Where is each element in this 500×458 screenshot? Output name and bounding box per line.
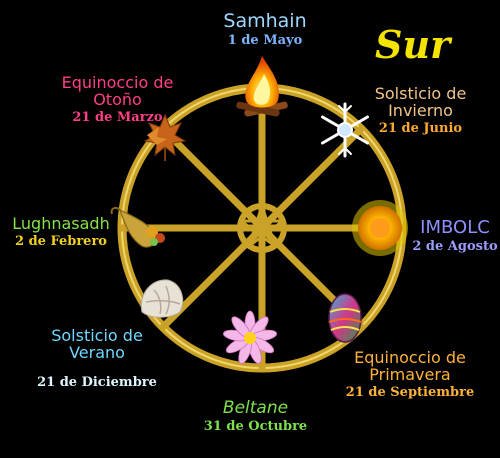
flower-icon [222,310,278,364]
festival-date: 2 de Agosto [412,238,498,254]
pentagram-icon [239,204,285,248]
cornucopia-icon [110,206,165,248]
festival-date: 21 de Marzo [72,109,163,125]
festival-name: IMBOLC [420,217,490,238]
festival-date: 21 de Septiembre [345,384,475,400]
label-lughnasadh: Lughnasadh 2 de Febrero [2,214,120,249]
festival-name: Lughnasadh [12,214,110,233]
autumn-leaf-icon [143,113,187,161]
festival-name: Solsticio de Invierno [374,84,467,120]
festival-name: Samhain [223,10,307,32]
festival-name: Solsticio de Verano [51,326,143,362]
label-equinoccio-primavera: Equinoccio de Primavera 21 de Septiembre [340,348,480,400]
festival-name: Equinoccio de Primavera [354,348,466,384]
label-beltane: Beltane 31 de Octubre [198,398,313,434]
label-equinoccio-otono: Equinoccio de Otoño 21 de Marzo [55,73,180,125]
festival-date: 2 de Febrero [15,233,107,249]
festival-date: 31 de Octubre [203,418,308,434]
seashell-icon [140,279,184,318]
label-solsticio-verano: Solsticio de Verano 21 de Diciembre [22,326,172,390]
sun-icon [352,200,408,256]
painted-egg-icon [328,293,362,343]
festival-name: Equinoccio de Otoño [61,73,174,109]
label-samhain: Samhain 1 de Mayo [205,10,325,48]
label-imbolc: IMBOLC 2 de Agosto [410,217,500,254]
festival-date: 1 de Mayo [227,32,303,48]
snowflake-icon [321,102,369,158]
fire-icon [236,56,288,117]
festival-date: 21 de Diciembre [37,374,157,390]
label-solsticio-invierno: Solsticio de Invierno 21 de Junio [358,84,483,136]
hemisphere-title: Sur [375,22,451,67]
festival-date: 21 de Junio [378,120,463,136]
festival-name: Beltane [222,398,289,418]
